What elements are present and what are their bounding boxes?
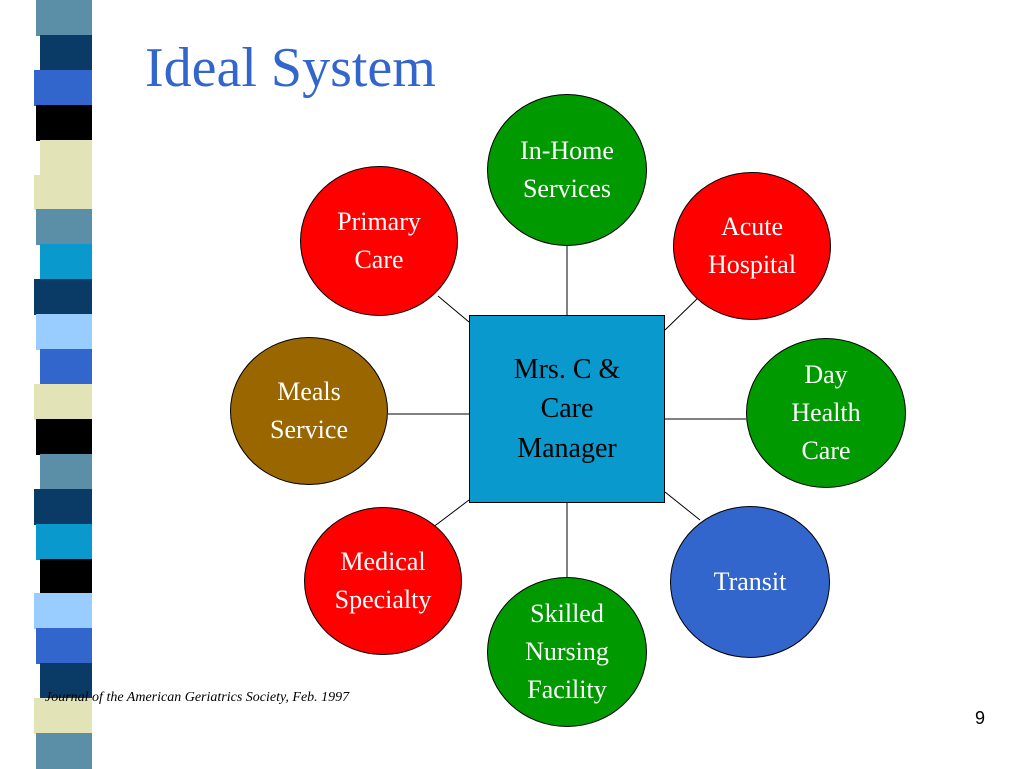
node-line: Medical (340, 547, 426, 577)
strip-band (40, 244, 92, 281)
node-line: Health (791, 398, 861, 428)
connector-primary-care (437, 295, 470, 323)
page-number: 9 (975, 708, 986, 728)
node-primary-care: Primary Care (300, 166, 458, 316)
strip-band (40, 34, 92, 71)
node-skilled-nursing-facility: Skilled Nursing Facility (487, 577, 647, 727)
strip-band (34, 174, 92, 211)
strip-band (36, 209, 92, 246)
strip-band (40, 558, 92, 595)
strip-band (36, 628, 92, 665)
strip-band (36, 104, 92, 141)
node-line: Care (354, 245, 404, 274)
decorative-side-strip (0, 0, 110, 769)
strip-band (34, 384, 92, 420)
strip-band (40, 139, 92, 176)
strip-band (40, 663, 92, 700)
strip-band (36, 418, 92, 455)
node-day-health-care: Day Health Care (746, 338, 906, 488)
node-line: Skilled (530, 599, 604, 629)
center-line-2: Care (540, 393, 594, 425)
node-medical-specialty: Medical Specialty (304, 507, 462, 655)
node-line: Facility (527, 674, 607, 704)
node-line: Day (804, 360, 848, 390)
node-line: Acute (720, 212, 784, 242)
strip-band (36, 523, 92, 560)
strip-band (34, 488, 92, 525)
node-line: Hospital (707, 250, 797, 279)
strip-band (34, 593, 92, 630)
node-line: Primary (337, 207, 421, 237)
node-line: Meals (277, 377, 341, 407)
connector-medical-specialty (431, 499, 470, 529)
strip-band (34, 279, 92, 316)
strip-band (36, 733, 92, 769)
node-in-home-services: In-Home Services (487, 94, 647, 246)
node-line: Service (270, 415, 348, 444)
citation: Journal of the American Geriatrics Socie… (45, 690, 350, 705)
connector-acute-hospital (664, 295, 701, 331)
node-meals-service: Meals Service (230, 337, 388, 485)
node-acute-hospital: Acute Hospital (673, 172, 831, 320)
center-box-care-manager: Mrs. C & Care Manager (469, 315, 665, 503)
node-line: Transit (713, 567, 787, 597)
connector-transit (664, 491, 701, 521)
strip-band (40, 453, 92, 490)
strip-band (34, 698, 92, 735)
node-line: In-Home (520, 136, 614, 166)
strip-band (40, 349, 92, 385)
node-line: Care (801, 435, 851, 465)
node-line: Specialty (334, 585, 432, 614)
strip-band (36, 0, 92, 36)
node-transit: Transit (670, 506, 830, 658)
center-line-1: Mrs. C & (513, 354, 621, 386)
strip-band (36, 314, 92, 351)
node-line: Nursing (525, 637, 609, 667)
node-line: Services (522, 174, 612, 203)
slide-title: Ideal System (145, 37, 436, 99)
center-line-3: Manager (517, 432, 617, 464)
strip-band (34, 69, 92, 106)
